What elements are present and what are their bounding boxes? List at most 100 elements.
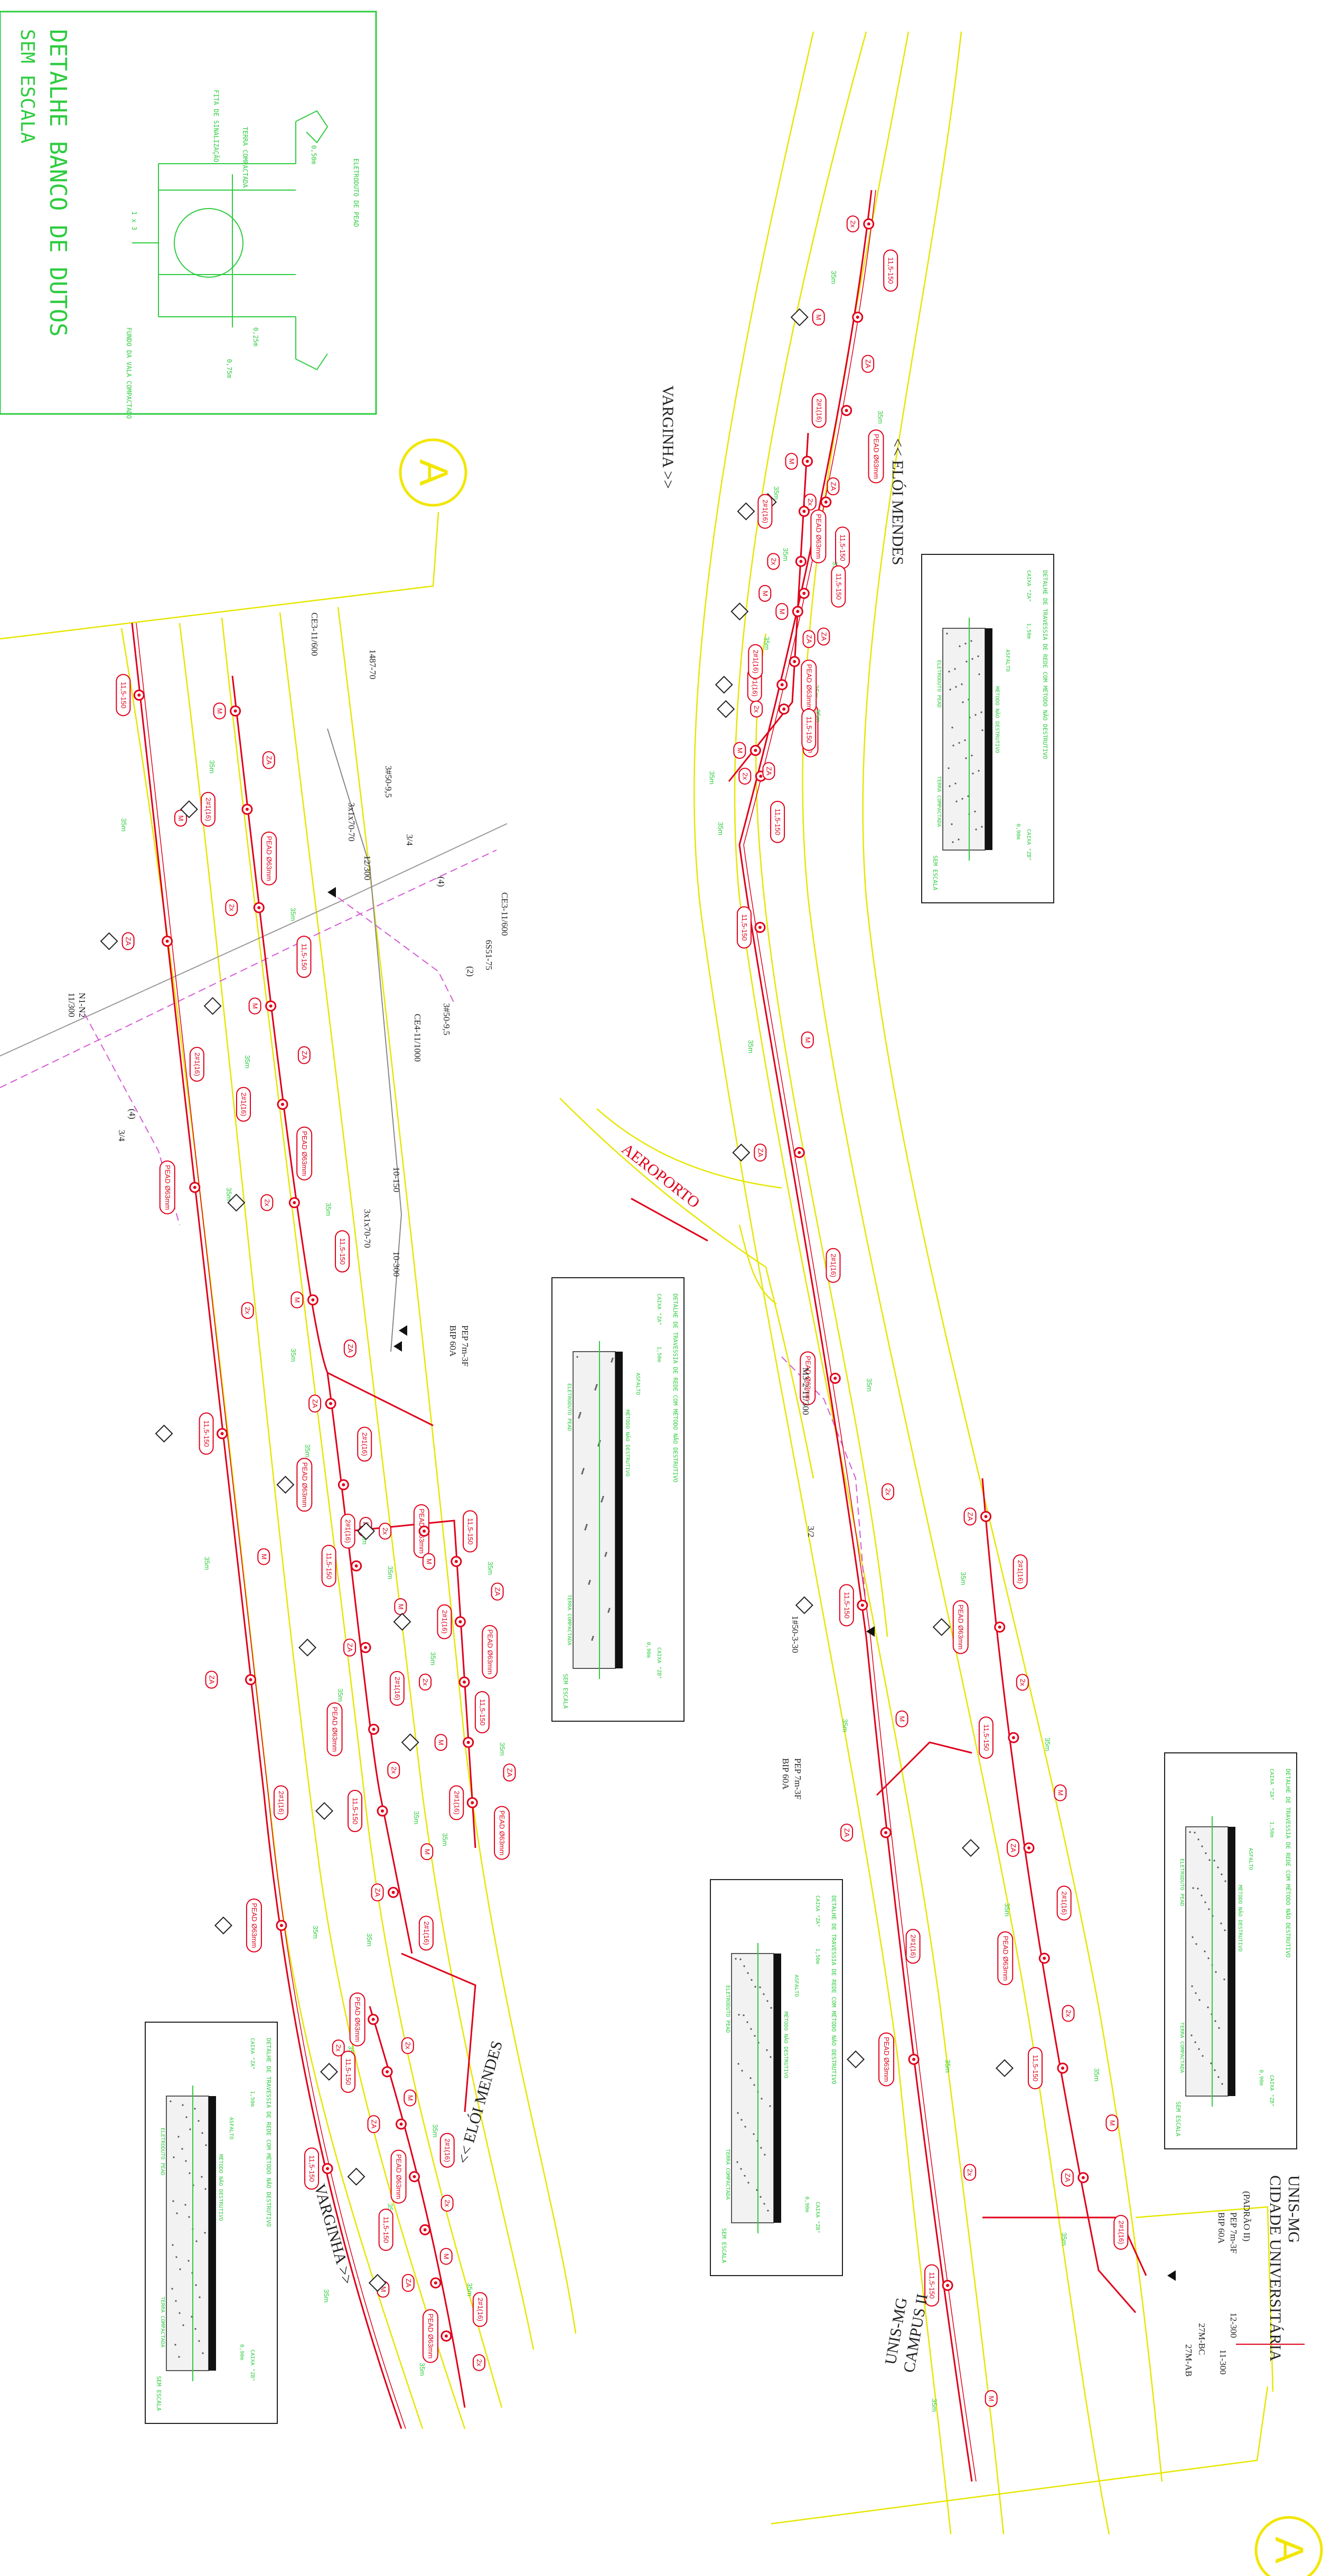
pole-center bbox=[824, 500, 828, 504]
pole-center bbox=[867, 222, 870, 226]
pep-2: PEP 7m-3F bbox=[793, 1758, 803, 1799]
detail-label-4: 0,50m bbox=[310, 145, 317, 164]
soil-dot bbox=[171, 2288, 173, 2290]
match-marker-top: A bbox=[399, 438, 467, 507]
cable-label-text: 2#1(16) bbox=[277, 1791, 285, 1815]
cable-label-text: 11,5-150 bbox=[887, 257, 895, 284]
soil-section bbox=[1185, 1826, 1229, 2097]
cable-label-twox: 2x bbox=[767, 553, 780, 570]
cable-label-text: M bbox=[425, 1559, 433, 1564]
cable-label-text: PEAD Ø63mm bbox=[427, 2314, 435, 2358]
cable-label-text: 2x bbox=[404, 2042, 412, 2050]
soil-dot bbox=[970, 640, 972, 642]
soil-dot bbox=[576, 1356, 578, 1358]
cable-label-text: 2#1(16) bbox=[761, 499, 769, 523]
cable-label-duct: PEAD Ø63mm bbox=[296, 1458, 313, 1512]
soil-dot bbox=[204, 2188, 207, 2190]
soil-dot bbox=[595, 1387, 597, 1389]
soil-dot bbox=[977, 655, 979, 657]
cable-label-twox: 2x bbox=[963, 2164, 977, 2181]
cable-label-text: M bbox=[736, 748, 744, 753]
soil-dot bbox=[1214, 2020, 1216, 2022]
box-symbol bbox=[847, 2050, 865, 2069]
cable-label-box: ZA bbox=[754, 1144, 767, 1162]
pole-center bbox=[293, 1201, 296, 1204]
box-symbol bbox=[155, 1424, 173, 1443]
pole-center bbox=[391, 1891, 395, 1894]
cable-label-text: 2x bbox=[849, 220, 857, 228]
cable-label-box: ZA bbox=[802, 630, 816, 648]
section-detail-label: MÉTODO NÃO DESTRUTIVO bbox=[624, 1410, 631, 1476]
span-distance: 35m bbox=[365, 1933, 373, 1946]
soil-dot bbox=[948, 767, 950, 769]
soil-dot bbox=[1192, 1936, 1194, 1938]
box-symbol bbox=[227, 1193, 246, 1212]
pole-center bbox=[912, 2058, 916, 2061]
soil-dot bbox=[750, 2028, 752, 2030]
cable-label-duct: PEAD Ø63mm bbox=[997, 1931, 1014, 1986]
soil-dot bbox=[175, 2256, 177, 2258]
section-detail-label: CAIXA "ZA" bbox=[249, 2038, 255, 2070]
soil-dot bbox=[760, 2196, 762, 2198]
soil-dot bbox=[174, 2344, 176, 2346]
soil-dot bbox=[1192, 1887, 1194, 1889]
section-detail-label: 1,50m bbox=[656, 1346, 662, 1362]
pole-center bbox=[860, 1603, 864, 1607]
cable-label-text: ZA bbox=[405, 2279, 413, 2288]
section-detail-2: DETALHE DE TRAVESSIA DE REDE COM MÉTODO … bbox=[1164, 1752, 1297, 2149]
cable-label-text: M bbox=[423, 1849, 431, 1855]
section-detail-title: DETALHE DE TRAVESSIA DE REDE COM MÉTODO … bbox=[265, 2038, 272, 2227]
cable-label-text: M bbox=[778, 609, 786, 615]
section-detail-label: CAIXA "ZB" bbox=[814, 2202, 820, 2233]
cable-label-text: 2#1(16) bbox=[361, 1432, 369, 1456]
span-distance: 35m bbox=[1060, 2232, 1068, 2245]
soil-dot bbox=[1191, 2034, 1193, 2036]
cable-label-text: ZA bbox=[864, 360, 872, 369]
span-distance: 35m bbox=[763, 637, 771, 650]
span-distance: 35m bbox=[243, 1055, 251, 1068]
soil-dot bbox=[735, 1958, 737, 1960]
cable-label-pole: M bbox=[785, 452, 798, 470]
soil-dot bbox=[589, 1580, 591, 1582]
soil-dot bbox=[769, 2105, 771, 2107]
pole-12-300: 12-300 bbox=[1229, 2313, 1239, 2338]
route-r15: (2) bbox=[465, 966, 475, 977]
soil-dot bbox=[195, 2240, 198, 2242]
pole-11-300: 11-300 bbox=[1218, 2349, 1228, 2375]
route-r3: 3x1x70-70 bbox=[346, 803, 357, 842]
cable-label-span: 11,5-150 bbox=[831, 565, 846, 608]
cable-label-text: 2#1(16) bbox=[752, 650, 760, 674]
cable-label-box: ZA bbox=[861, 355, 875, 373]
section-detail-label: 1,50m bbox=[1026, 623, 1032, 639]
span-distance: 35m bbox=[1004, 1903, 1011, 1917]
hatch-ground bbox=[295, 110, 329, 371]
cable-label-text: 11,5-150 bbox=[741, 914, 748, 940]
soil-dot bbox=[601, 1499, 603, 1501]
span-distance: 35m bbox=[413, 1811, 420, 1824]
pep-1b: BIP 60A bbox=[448, 1325, 458, 1357]
equipment-annotations: PEP 7m-3F BIP 60A PEP 7m-3F BIP 60A PEP … bbox=[67, 612, 1252, 2376]
box-symbol bbox=[357, 1522, 376, 1540]
cable-label-pole: M bbox=[290, 1291, 304, 1309]
box-symbol bbox=[214, 1916, 232, 1935]
cable-label-duct: PEAD Ø63mm bbox=[482, 1625, 498, 1679]
soil-dot bbox=[601, 1501, 603, 1503]
soil-dot bbox=[964, 643, 967, 645]
cable-label-text: ZA bbox=[208, 1675, 215, 1684]
pep-2-marker bbox=[866, 1626, 875, 1637]
cable-label-box: ZA bbox=[367, 2115, 380, 2134]
soil-dot bbox=[583, 1468, 585, 1470]
cable-label-twox: 2x bbox=[1016, 1674, 1029, 1691]
soil-dot bbox=[195, 2284, 197, 2286]
section-detail-label: TERRA COMPACTADA bbox=[725, 2149, 730, 2200]
cable-label-box: ZA bbox=[205, 1671, 218, 1689]
section-detail-label: ELETRODUTO PEAD bbox=[725, 1985, 730, 2033]
box-symbol bbox=[995, 2059, 1014, 2078]
section-detail-title: DETALHE DE TRAVESSIA DE REDE COM MÉTODO … bbox=[672, 1294, 679, 1483]
span-distance: 35m bbox=[931, 2399, 939, 2412]
cable-label-text: 11,5-150 bbox=[382, 2216, 390, 2243]
cable-label-text: ZA bbox=[370, 2120, 378, 2129]
soil-dot bbox=[754, 1986, 756, 1988]
cable-label-text: 2x bbox=[807, 498, 814, 506]
cable-label-text: 11,5-150 bbox=[928, 2272, 936, 2298]
